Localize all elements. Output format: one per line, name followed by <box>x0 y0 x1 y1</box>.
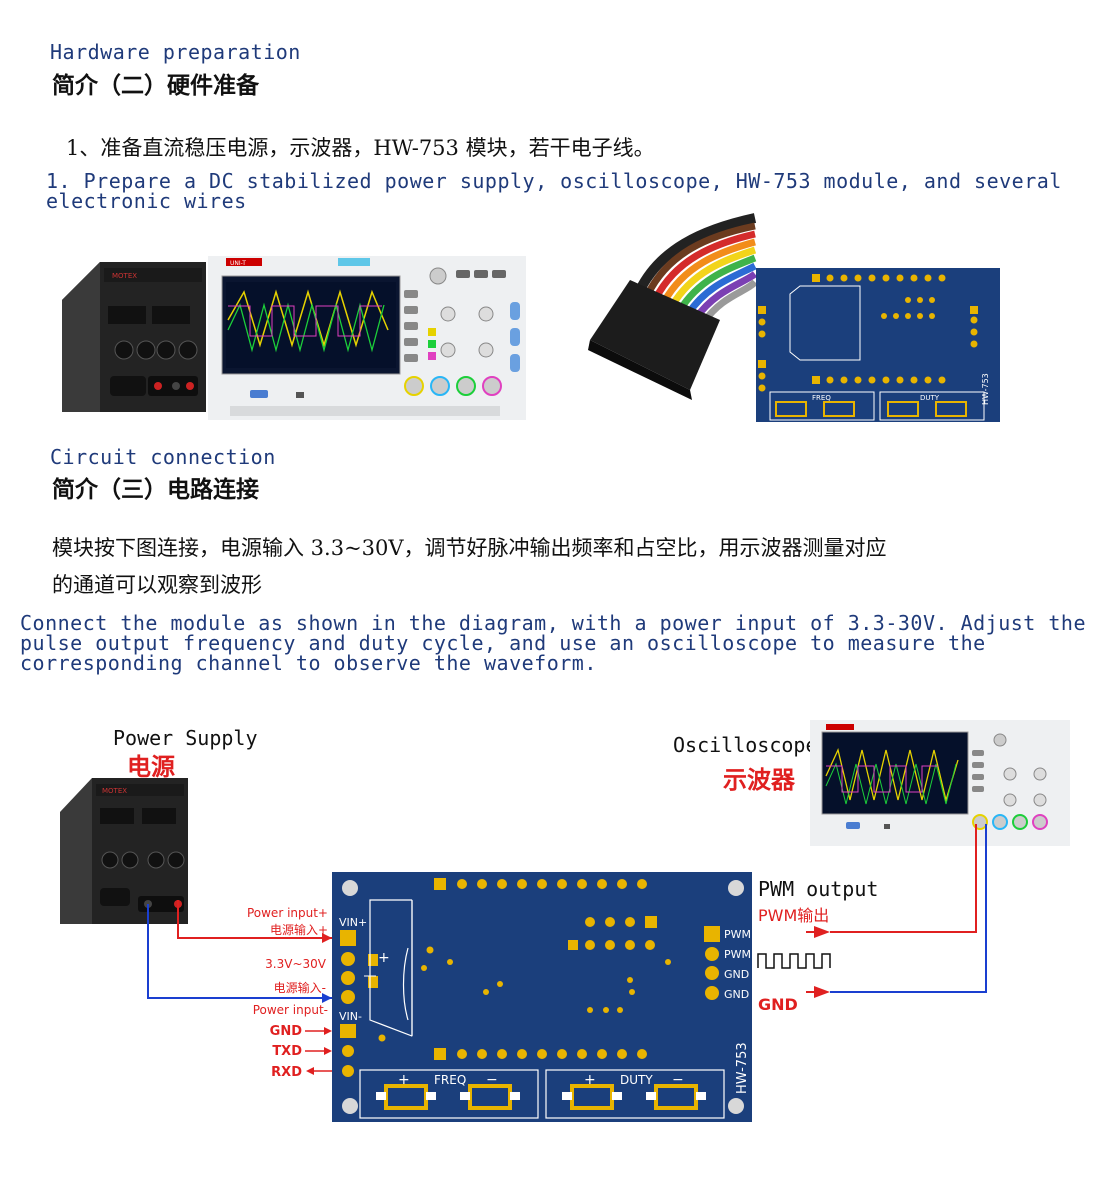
label-power-input-minus-cn: 电源输入- <box>274 980 326 995</box>
diagram-pin-pwm2: PWM <box>724 948 751 961</box>
oscilloscope-label-en: Oscilloscope <box>673 733 818 757</box>
label-rxd-pin: RXD <box>271 1065 302 1080</box>
diagram-module: + + − + − FREQ DUTY VIN+ VIN- PWM PWM GN… <box>332 872 752 1122</box>
diagram-oscilloscope <box>810 720 1070 846</box>
scope-brand: UNI-T <box>230 260 246 267</box>
section3-body-en-line1: Connect the module as shown in the diagr… <box>20 611 1086 635</box>
diagram-vin-minus: VIN- <box>339 1010 362 1023</box>
power-supply-label-en: Power Supply <box>113 726 258 750</box>
diagram-psu-brand: MOTEX <box>102 787 127 795</box>
section2-item-en-line1: 1. Prepare a DC stabilized power supply,… <box>46 169 1062 193</box>
section2-title-cn: 简介（二）硬件准备 <box>52 73 259 99</box>
svg-text:+: + <box>398 1072 410 1088</box>
diagram-module-name: HW-753 <box>735 1042 750 1094</box>
label-gnd-pin: GND <box>270 1024 303 1039</box>
label-voltage-range: 3.3V~30V <box>265 957 327 971</box>
section2-item-en-line2: electronic wires <box>46 189 247 213</box>
oscilloscope-image: UNI-T <box>208 256 526 420</box>
svg-text:−: − <box>672 1072 684 1088</box>
power-supply-image: MOTEX <box>62 262 206 412</box>
label-power-input-minus-en: Power input- <box>253 1003 328 1017</box>
section2-title-en: Hardware preparation <box>50 40 301 64</box>
diagram-pin-gnd1: GND <box>724 968 749 981</box>
label-power-input-plus-cn: 电源输入+ <box>270 922 328 937</box>
label-txd-pin: TXD <box>272 1044 302 1059</box>
label-pwm-output-en: PWM output <box>758 877 878 901</box>
section3-title-cn: 简介（三）电路连接 <box>52 477 259 503</box>
module-image-duty: DUTY <box>920 394 940 402</box>
module-image: FREQ DUTY HW-753 <box>756 268 1000 422</box>
power-supply-label-cn: 电源 <box>127 753 175 781</box>
diagram-pin-gnd2: GND <box>724 988 749 1001</box>
svg-text:−: − <box>486 1072 498 1088</box>
section3-body-en-line3: corresponding channel to observe the wav… <box>20 651 597 675</box>
diagram-freq-label: FREQ <box>434 1073 466 1087</box>
psu-brand: MOTEX <box>112 272 137 280</box>
section3-body-en-line2: pulse output frequency and duty cycle, a… <box>20 631 986 655</box>
diagram-vin-plus: VIN+ <box>339 916 367 929</box>
diagram-duty-label: DUTY <box>620 1073 653 1087</box>
label-gnd-out: GND <box>758 995 798 1014</box>
pwm-waveform-icon <box>757 953 831 969</box>
oscilloscope-label-cn: 示波器 <box>723 766 795 794</box>
section3-body-cn-line1: 模块按下图连接，电源输入 3.3~30V，调节好脉冲输出频率和占空比，用示波器测… <box>52 536 887 560</box>
label-power-input-plus-en: Power input+ <box>247 906 328 920</box>
ribbon-cable-image <box>588 213 758 400</box>
section3-title-en: Circuit connection <box>50 445 276 469</box>
diagram-power-supply: MOTEX <box>60 778 188 924</box>
section3-body-cn-line2: 的通道可以观察到波形 <box>52 573 262 597</box>
svg-text:+: + <box>378 950 390 966</box>
diagram-pin-pwm1: PWM <box>724 928 751 941</box>
section2-item-cn: 1、准备直流稳压电源，示波器，HW-753 模块，若干电子线。 <box>66 136 655 160</box>
connection-diagram: MOTEX <box>60 720 1070 1122</box>
svg-text:+: + <box>584 1072 596 1088</box>
hardware-photos: MOTEX UNI-T <box>62 213 1000 422</box>
label-pwm-output-cn: PWM输出 <box>758 906 829 925</box>
module-image-freq: FREQ <box>812 394 831 402</box>
module-image-name: HW-753 <box>981 373 990 405</box>
